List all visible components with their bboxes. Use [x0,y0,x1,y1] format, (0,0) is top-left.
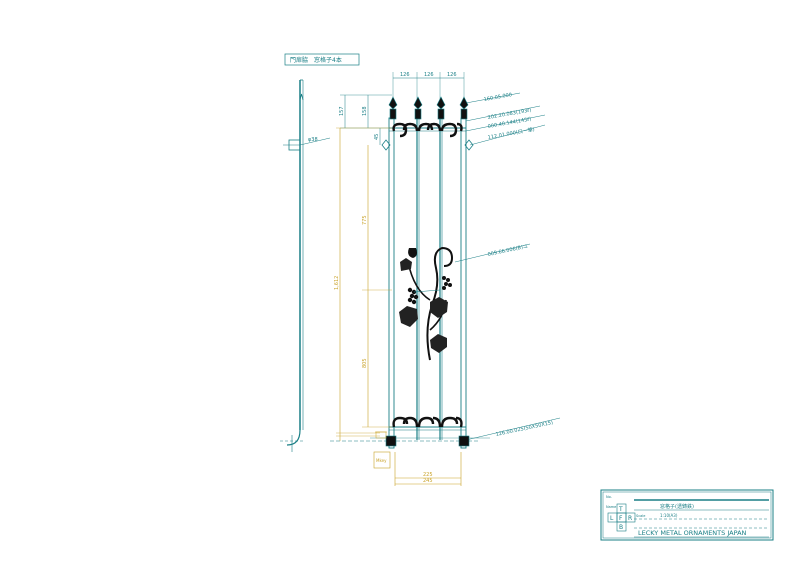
tb-row1-label: No. [606,495,612,499]
dim-left-157: 157 [339,106,345,116]
dim-top-2: 126 [424,72,434,78]
tb-grid-front: F [619,515,623,522]
title-block [600,489,774,541]
tb-row3-value: 1:10(A3) [660,513,678,518]
dim-bottom-225: 225 [423,472,433,478]
callout-5: 009.66.006(B)ユ [487,244,528,258]
header-label: 門扉脇 窓格子4本 [284,53,360,66]
dim-left-45: 45 [374,134,380,140]
callout-1: 160.05.000 [483,92,512,103]
dim-top-1: 126 [400,72,410,78]
dim-top-3: 126 [447,72,457,78]
foot-plates [385,435,470,447]
dimension-lines [336,127,462,486]
callout-6: 126.00.025(50X50X15) [495,420,553,438]
tb-row2-value: 窓格子(透鋳鉄) [660,503,694,510]
dim-left-775: 775 [362,215,368,225]
dim-left-158: 158 [362,106,368,116]
dim-bottom-245: 245 [423,478,433,484]
bottom-scrolls [392,416,463,428]
tb-grid-right: R [628,515,632,522]
grape-vine-ornament [399,246,454,361]
header-title: 門扉脇 窓格子4本 [290,56,342,64]
tb-grid-top: T [618,506,623,513]
finials [388,96,469,120]
tb-grid-bottom: B [619,524,623,531]
dim-left-805: 805 [362,358,368,368]
dim-left-total: 1,612 [334,276,340,290]
tb-company: LECKY METAL ORNAMENTS JAPAN [638,529,747,537]
side-profile-label: φ38 [308,137,318,143]
note-box-text: Mkey [376,458,387,463]
tb-grid-left: L [610,515,614,522]
top-scrolls [392,122,463,138]
tb-row3-label: Scale [636,514,645,518]
side-view [280,79,331,452]
tb-row2-label: Name [606,505,616,509]
